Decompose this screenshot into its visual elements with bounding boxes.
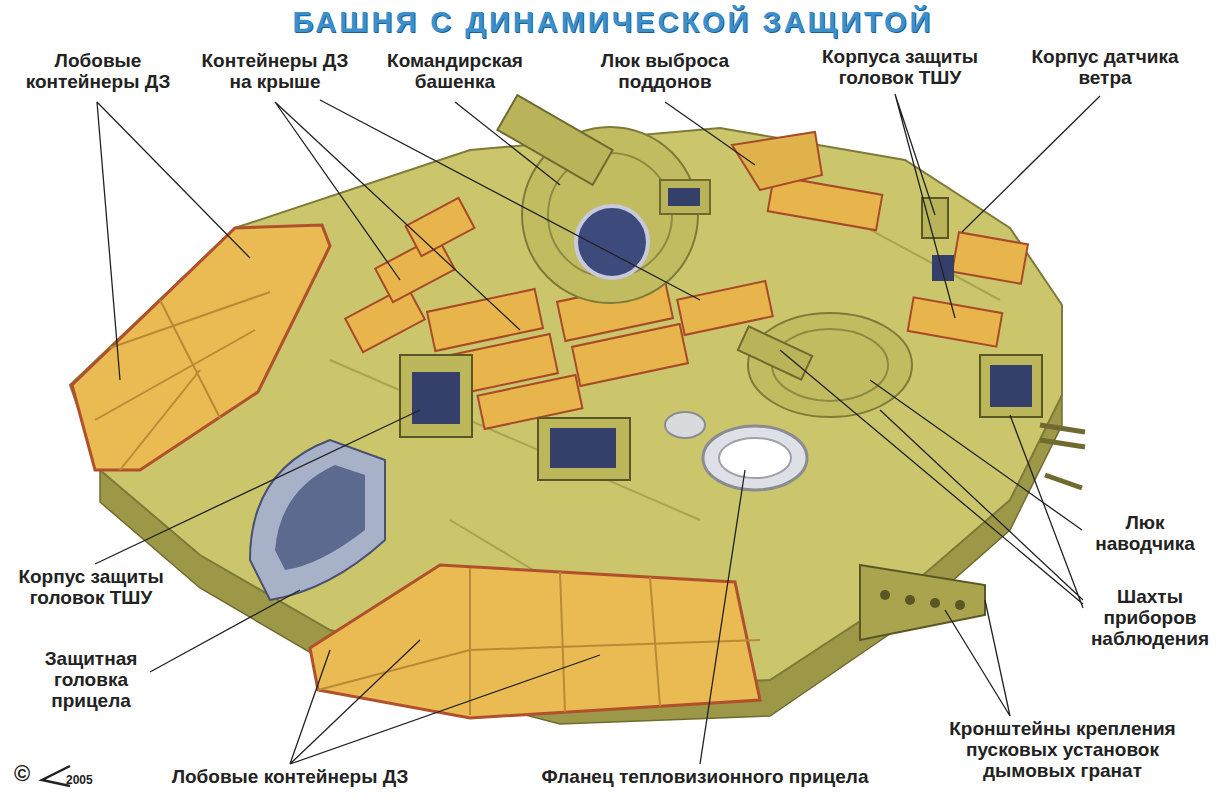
part-label: Лобовые контейнеры ДЗ bbox=[140, 766, 440, 787]
part-label: Фланец тепловизионного прицела bbox=[505, 766, 905, 787]
logo-mark bbox=[42, 766, 70, 786]
shaft bbox=[980, 355, 1042, 417]
hatch-periscope bbox=[738, 326, 812, 379]
shaft-window bbox=[412, 372, 460, 424]
shaft-window bbox=[550, 428, 616, 468]
part-label: Люк наводчика bbox=[1078, 512, 1212, 554]
era-roof bbox=[345, 176, 1028, 429]
copyright-mark: © bbox=[14, 762, 44, 786]
era-seams bbox=[318, 568, 760, 715]
part-label: Шахты приборов наблюдения bbox=[1082, 586, 1218, 649]
sight-head bbox=[250, 440, 385, 600]
thermal-flange bbox=[703, 426, 807, 490]
cupola-window bbox=[668, 188, 700, 206]
bracket-holes bbox=[880, 590, 965, 610]
part-label: Командирская башенка bbox=[365, 50, 545, 92]
part-label: Лобовые контейнеры ДЗ bbox=[18, 50, 178, 92]
small-ring bbox=[665, 412, 705, 438]
shaft-window bbox=[990, 365, 1032, 407]
tshu-head bbox=[932, 255, 954, 281]
shaft bbox=[400, 355, 472, 437]
part-label: Защитная головка прицела bbox=[16, 648, 166, 711]
side-pins bbox=[1040, 425, 1085, 488]
cupola-mg bbox=[497, 95, 612, 185]
smoke-brackets bbox=[860, 565, 985, 640]
leader-lines bbox=[95, 94, 1100, 764]
cupola-block bbox=[660, 180, 710, 214]
wind-sensor bbox=[922, 198, 948, 238]
part-label: Корпус датчика ветра bbox=[1020, 46, 1190, 88]
thermal-hole bbox=[719, 438, 791, 478]
part-label: Корпуса защиты головок ТШУ bbox=[800, 46, 1000, 88]
era-front-bottom bbox=[310, 565, 760, 718]
shaft bbox=[538, 418, 630, 480]
diagram-title: БАШНЯ С ДИНАМИЧЕСКОЙ ЗАЩИТОЙ bbox=[0, 6, 1226, 39]
copyright-mark: 2005 bbox=[66, 774, 116, 787]
era-seams bbox=[95, 292, 270, 470]
cupola-ring bbox=[548, 153, 672, 277]
part-label: Корпус защиты головок ТШУ bbox=[16, 566, 166, 608]
ejection-hatch bbox=[732, 132, 822, 190]
part-label: Кронштейны крепления пусковых установок … bbox=[925, 718, 1200, 781]
sight-glass bbox=[275, 465, 365, 570]
part-label: Контейнеры ДЗ на крыше bbox=[195, 50, 355, 92]
part-label: Люк выброса поддонов bbox=[575, 50, 755, 92]
